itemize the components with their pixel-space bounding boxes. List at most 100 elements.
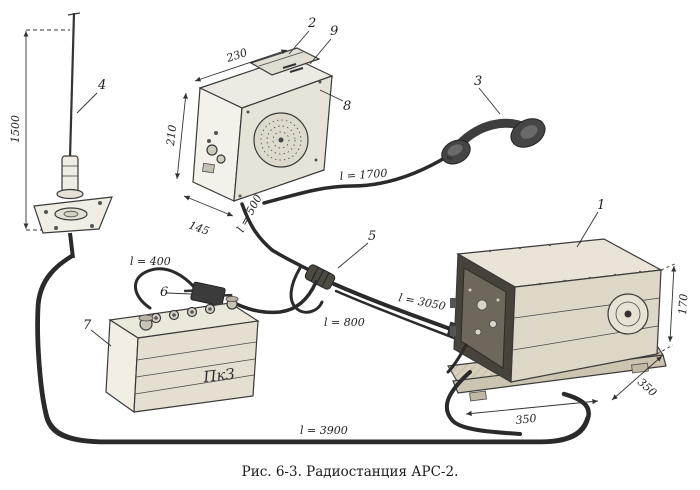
dim-cable-ground: l = 3900	[300, 424, 348, 437]
battery-ridge	[135, 358, 256, 378]
ground-cable	[35, 253, 591, 445]
callout-2: 2	[307, 16, 316, 31]
base-bolt	[98, 201, 102, 205]
panel-connector	[474, 328, 482, 336]
antenna-whip	[68, 12, 76, 159]
main-cable: l = 3050	[332, 282, 465, 340]
callout-7-leader	[90, 329, 112, 347]
speaker-holes-ring	[266, 125, 296, 155]
panel-connector	[489, 320, 497, 328]
callout-1: 1	[597, 198, 605, 213]
radio-inner-panel	[460, 267, 507, 369]
wrap-band	[310, 266, 319, 282]
terminal-wingnut	[138, 314, 154, 322]
antenna-feed-stub	[68, 232, 75, 259]
control-box: 230 210 145 2 9 8	[164, 16, 351, 238]
dim-line-radio-front	[465, 399, 599, 416]
callout-8: 8	[343, 99, 351, 114]
control-knob	[206, 144, 218, 156]
callout-6: 6	[160, 285, 168, 300]
dim-radio-height: 170	[676, 293, 690, 315]
dim-ext	[660, 262, 678, 271]
dim-box-depth: 145	[187, 219, 211, 238]
speaker-holes-ring	[272, 131, 290, 149]
dim-cable-battery: l = 400	[130, 255, 171, 268]
cap-dot	[190, 310, 194, 314]
base-foot	[631, 362, 649, 374]
rivet	[488, 249, 492, 253]
cap-dot	[208, 307, 212, 311]
callout-8-leader	[319, 89, 344, 102]
callout-9: 9	[330, 24, 338, 39]
callout-5: 5	[368, 229, 376, 244]
callout-4-leader	[76, 92, 98, 114]
callout-3: 3	[474, 74, 482, 89]
battery-feed-cable: l = 800	[232, 280, 365, 329]
figure-caption: Рис. 6-3. Радиостанция АРС-2.	[242, 464, 459, 480]
rivet	[246, 110, 250, 114]
plug-block	[190, 281, 226, 307]
control-knob	[216, 154, 226, 164]
side-port-inner	[615, 301, 641, 327]
dim-box-height: 210	[164, 124, 179, 147]
callout-7: 7	[83, 318, 92, 333]
dim-cable-main: l = 3050	[397, 291, 446, 313]
battery-ridge	[136, 341, 257, 361]
side-port-hub	[624, 310, 632, 318]
battery-marking: ПкЗ	[202, 365, 236, 386]
callout-4: 4	[97, 78, 106, 93]
rivet	[314, 158, 318, 162]
callout-1-leader	[576, 211, 599, 248]
callout-9-leader	[309, 38, 332, 65]
callout-2-leader	[288, 30, 310, 55]
rivet	[548, 243, 552, 247]
dim-radio-side: 350	[635, 376, 659, 400]
front-latch	[450, 326, 456, 336]
battery: ПкЗ 7	[83, 295, 260, 414]
antenna-assembly: 1500 4	[9, 12, 113, 259]
dim-radio-front: 350	[515, 412, 537, 427]
cap-dot	[154, 316, 158, 320]
mouthpiece-highlight	[520, 125, 538, 139]
dim-box-width: 230	[224, 46, 249, 65]
callout-5-leader	[337, 242, 369, 269]
rivet	[318, 80, 322, 84]
cable-junction: 5	[270, 229, 376, 314]
dim-line-box-depth	[183, 195, 234, 217]
connector-block: l = 400 6	[130, 255, 233, 310]
base-bolt	[44, 210, 48, 214]
speaker-center	[278, 137, 284, 143]
rivet	[518, 246, 522, 250]
speaker-holes-ring	[260, 119, 302, 161]
radio-drop-cable	[444, 370, 522, 436]
panel-screw	[207, 139, 211, 143]
antenna-flange	[56, 188, 84, 200]
panel-screw	[214, 131, 218, 135]
base-bolt	[54, 226, 58, 230]
rivet	[538, 282, 542, 286]
dim-cable-handset: l = 1700	[339, 167, 388, 183]
handset-cord-exit	[446, 155, 453, 160]
handset: 3	[441, 74, 546, 165]
base-foot	[469, 390, 487, 402]
dim-antenna-height: 1500	[9, 115, 22, 143]
control-switch	[202, 162, 215, 174]
radio-front-cable	[446, 343, 468, 374]
cap-dot	[172, 313, 176, 317]
dim-cable-junction: l = 800	[324, 316, 365, 329]
rivet	[638, 270, 642, 274]
dim-line-radio-side	[611, 355, 663, 401]
panel-connector	[476, 299, 488, 311]
antenna-insulator	[61, 155, 79, 193]
dim-line-box-width	[194, 49, 288, 82]
panel-dot	[496, 298, 500, 302]
antenna-base-mount-inner	[63, 210, 79, 218]
dim-line-radio-height	[667, 265, 677, 343]
plug-lead	[184, 289, 193, 293]
callout-3-leader	[478, 87, 501, 115]
rivet	[238, 194, 242, 198]
wrap-band	[321, 272, 330, 288]
rivet	[563, 279, 567, 283]
